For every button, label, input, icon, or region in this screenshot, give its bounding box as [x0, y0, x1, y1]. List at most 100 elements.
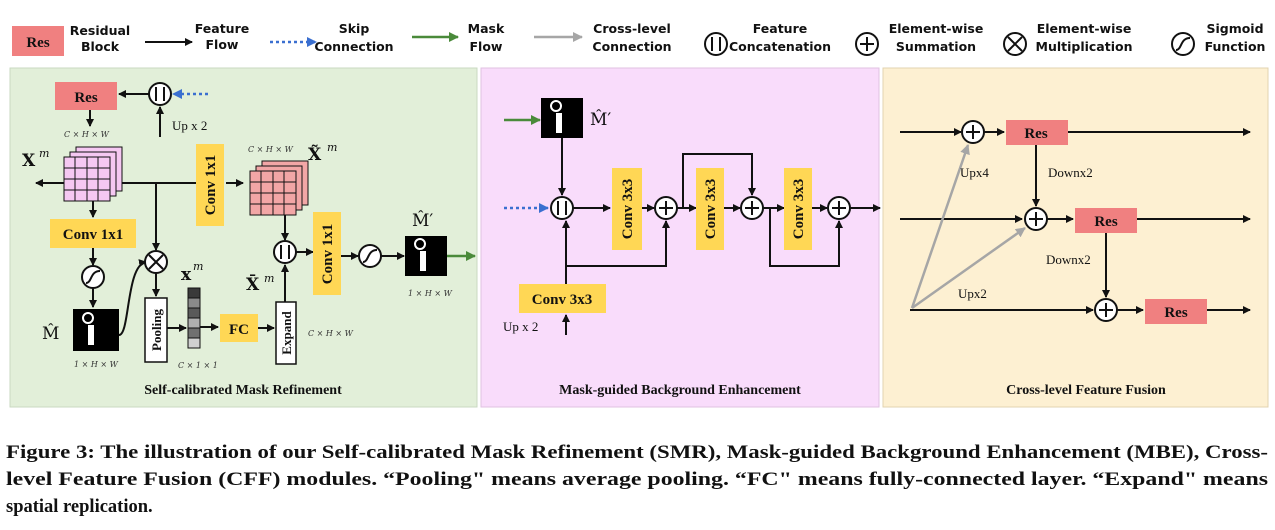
smr-xbar-sup: m: [264, 272, 274, 285]
cff-res-a: [1006, 120, 1068, 145]
cff-sum-a-icon: [961, 120, 985, 144]
smr-mprime-mask-image: [405, 236, 447, 276]
xm-feature-stack: [63, 146, 123, 202]
caption-line-2: level Feature Fusion (CFF) modules. “Poo…: [6, 470, 1268, 490]
smr-dim-mprime: 1 × H × W: [408, 289, 453, 298]
smr-sigmoid-right-icon: [358, 244, 382, 268]
smr-xsmall-sup: m: [193, 260, 203, 273]
smr-conv-a-text: Conv 1x1: [203, 155, 219, 215]
legend-sum-label-2: Summation: [896, 39, 976, 54]
smr-mhat-label: M̂: [42, 324, 59, 344]
legend-skip-label-1: Skip: [339, 21, 370, 36]
cff-cross-up2: [911, 226, 1026, 310]
cff-down-a-label: Downx2: [1048, 165, 1093, 180]
mbe-sum-b-icon: [740, 196, 764, 220]
smr-expand-text: Expand: [279, 311, 294, 355]
mbe-residual-b: [682, 153, 756, 208]
legend-res-swatch: [12, 26, 64, 56]
cff-panel: [882, 67, 1269, 408]
smr-conv-horizontal: [50, 219, 136, 248]
smr-title: Self-calibrated Mask Refinement: [144, 383, 342, 398]
smr-dim-xtilde: C × H × W: [248, 145, 294, 154]
cff-cross-up4: [910, 144, 970, 309]
smr-mprime-label: M̂′: [412, 211, 433, 231]
cff-res-a-text: Res: [1024, 126, 1047, 142]
legend-sigmoid-label-1: Sigmoid: [1206, 21, 1263, 36]
smr-conv-c-text: Conv 1x1: [63, 227, 123, 243]
smr-dim-mhat: 1 × H × W: [74, 360, 119, 369]
mbe-residual-a: [566, 220, 670, 267]
cff-res-c: [1145, 299, 1207, 324]
caption-line-1: Figure 3: The illustration of our Self-c…: [6, 443, 1268, 463]
smr-channel-vector: [187, 287, 201, 349]
smr-module: Res Up x 2 C × H × W X m Conv 1x1: [22, 82, 476, 398]
mbe-conv-vertical-a: [612, 168, 642, 250]
smr-pooling-text: Pooling: [149, 309, 164, 351]
smr-conv-vertical-b: [313, 212, 341, 295]
smr-up-label: Up x 2: [172, 118, 207, 133]
cff-module: Res Downx2 Res Downx2 Res Upx4: [900, 120, 1251, 398]
multiplication-icon: [1003, 32, 1027, 56]
summation-icon: [855, 32, 879, 56]
mbe-concat-icon: [550, 196, 574, 220]
mbe-conv-bottom: [519, 284, 606, 313]
cff-down-b-label: Downx2: [1046, 252, 1091, 267]
mbe-mprime-label: M̂′: [590, 110, 611, 130]
legend-mask-label-1: Mask: [468, 21, 505, 36]
legend-sigmoid-label-2: Function: [1205, 39, 1266, 54]
smr-pooling-block: [144, 297, 168, 363]
legend-feature-label-1: Feature: [195, 21, 249, 36]
mbe-sum-a-icon: [654, 196, 678, 220]
mbe-mprime-mask-image: [541, 98, 583, 138]
smr-mid-concat-icon: [273, 240, 297, 264]
smr-conv-b-text: Conv 1x1: [320, 224, 336, 284]
legend-skip-label-2: Connection: [314, 39, 393, 54]
cff-title: Cross-level Feature Fusion: [1006, 383, 1166, 398]
cff-res-b-text: Res: [1094, 214, 1117, 230]
concatenation-icon: [704, 32, 728, 56]
mbe-sum-c-icon: [827, 196, 851, 220]
smr-mhat-mask-image: [73, 309, 119, 351]
smr-xbar-label: X̄: [246, 274, 260, 295]
cff-sum-c-icon: [1094, 298, 1118, 322]
smr-conv-vertical-a: [196, 144, 224, 226]
legend-concat-label-2: Concatenation: [729, 39, 831, 54]
legend-cross-label-2: Connection: [592, 39, 671, 54]
cff-up4-label: Upx4: [960, 165, 989, 180]
legend-mask-label-2: Flow: [470, 39, 503, 54]
mbe-conv-c-text: Conv 3x3: [703, 179, 719, 239]
legend-mult-label-2: Multiplication: [1036, 39, 1133, 54]
smr-dim-vector: C × 1 × 1: [178, 361, 218, 370]
smr-dim-xm: C × H × W: [64, 130, 110, 139]
smr-xtilde-label: X̃: [308, 145, 322, 165]
mbe-module: M̂′ Conv 3x3 Up x 2 Conv 3x3 Conv 3x3: [503, 98, 881, 398]
cff-res-b: [1075, 208, 1137, 233]
mbe-residual-c: [769, 208, 843, 267]
smr-xtilde-sup: m: [327, 141, 337, 154]
figure-caption: Figure 3: The illustration of our Self-c…: [6, 443, 1268, 517]
cff-sum-b-icon: [1024, 207, 1048, 231]
mbe-conv-b-text: Conv 3x3: [620, 179, 636, 239]
smr-multiply-icon: [144, 250, 168, 274]
smr-xm-label: X: [22, 151, 36, 171]
sigmoid-icon: [1171, 32, 1195, 56]
mbe-conv-vertical-b: [696, 168, 724, 250]
smr-mhat-to-mult: [118, 259, 147, 336]
cff-res-c-text: Res: [1164, 305, 1187, 321]
legend-sum-label-1: Element-wise: [889, 21, 984, 36]
smr-xm-sup: m: [39, 147, 49, 160]
mbe-title: Mask-guided Background Enhancement: [559, 383, 801, 398]
mbe-panel: [480, 67, 880, 408]
smr-res-block: [55, 82, 117, 110]
smr-sigmoid-left-icon: [81, 265, 105, 289]
smr-fc-block: [220, 314, 258, 342]
legend-feature-label-2: Flow: [206, 37, 239, 52]
legend-residual-label-1: Residual: [70, 23, 130, 38]
caption-line-3: spatial replication.: [6, 497, 153, 517]
legend-cross-label-1: Cross-level: [593, 21, 671, 36]
legend-res-text: Res: [26, 35, 49, 51]
smr-xsmall-label: x: [181, 265, 192, 285]
mbe-up-label: Up x 2: [503, 319, 538, 334]
xtilde-feature-stack: [249, 160, 309, 216]
smr-dim-expand: C × H × W: [308, 329, 354, 338]
